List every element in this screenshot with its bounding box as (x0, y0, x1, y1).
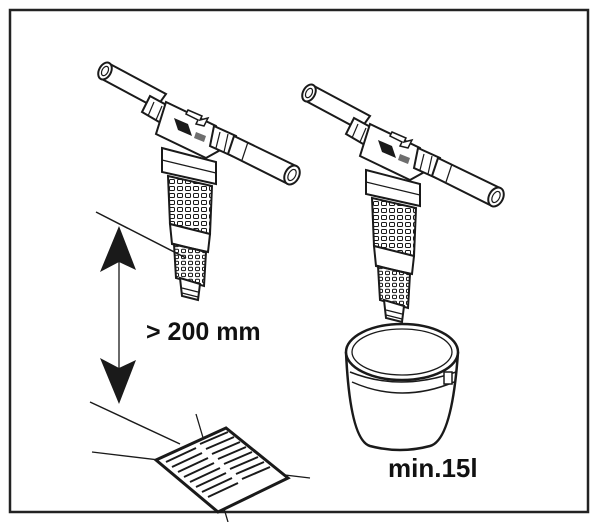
distance-label: > 200 mm (146, 318, 261, 346)
filter-valve-icon (298, 81, 508, 324)
diagram-frame (8, 8, 590, 514)
bucket-volume-label: min.15l (388, 453, 478, 483)
arrow-up-icon (100, 226, 136, 272)
floor-drain-icon (91, 413, 311, 522)
bucket-icon (344, 322, 460, 452)
arrow-down-icon (100, 358, 136, 404)
